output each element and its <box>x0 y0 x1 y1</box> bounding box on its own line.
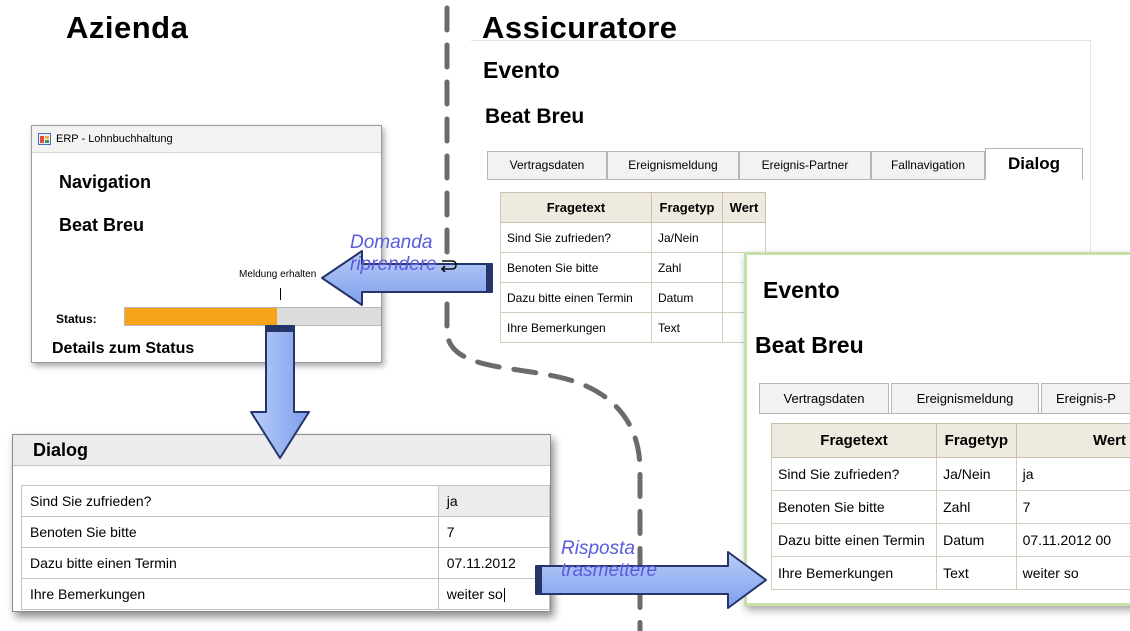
request-label-line2-wrap: riprendere <box>350 254 458 276</box>
value-cell: weiter so <box>1015 556 1130 590</box>
response-arrow <box>535 551 767 609</box>
answer-text: weiter so <box>446 585 503 602</box>
request-label-line1: Domanda <box>350 232 433 253</box>
dialog-window: Dialog Sind Sie zufrieden? ja Benoten Si… <box>12 434 551 612</box>
table-row: Sind Sie zufrieden? ja <box>21 485 550 517</box>
question-type-cell: Datum <box>651 282 723 313</box>
table-header-row: Fragetext Fragetyp Wert <box>500 192 766 223</box>
question-cell: Ihre Bemerkungen <box>21 578 439 610</box>
tab-dialog[interactable]: Dialog <box>985 148 1083 180</box>
status-marker-tick <box>280 288 281 300</box>
answer-table: Fragetext Fragetyp Wert Sind Sie zufried… <box>770 423 1130 590</box>
value-cell: 07.11.2012 00 <box>1015 523 1130 557</box>
column-header-fragetext: Fragetext <box>500 192 652 223</box>
question-type-cell: Text <box>936 556 1017 590</box>
erp-window-title: ERP - Lohnbuchhaltung <box>56 133 173 145</box>
panel-title: Evento <box>483 57 560 83</box>
response-arrow-base <box>536 566 542 594</box>
status-label: Status: <box>56 312 97 326</box>
response-label-line1: Risposta <box>561 538 635 559</box>
table-row: Ihre Bemerkungen Text <box>500 312 766 343</box>
table-row: Sind Sie zufrieden? Ja/Nein <box>500 222 766 253</box>
question-text-cell: Sind Sie zufrieden? <box>500 222 652 253</box>
value-cell <box>722 222 766 253</box>
table-row: Dazu bitte einen Termin Datum 07.11.2012… <box>770 523 1130 557</box>
column-header-fragetyp: Fragetyp <box>936 423 1017 458</box>
text-cursor <box>503 588 505 603</box>
insurer-response-panel: Evento Beat Breu Vertragsdaten Ereignism… <box>744 252 1130 606</box>
table-row: Benoten Sie bitte Zahl 7 <box>770 490 1130 524</box>
status-marker-label: Meldung erhalten <box>239 269 317 280</box>
answer-field[interactable]: weiter so <box>437 578 550 610</box>
status-details-heading: Details zum Status <box>52 340 195 357</box>
tab-ereignis-partner[interactable]: Ereignis-P <box>1041 383 1130 414</box>
panel-person-name: Beat Breu <box>485 105 585 128</box>
question-text-cell: Sind Sie zufrieden? <box>770 457 938 491</box>
request-arrow-base <box>486 264 492 292</box>
tab-fallnavigation[interactable]: Fallnavigation <box>871 151 985 180</box>
response-label-line2: trasmettere <box>561 560 658 581</box>
question-type-cell: Zahl <box>936 490 1017 524</box>
tab-bar: Vertragsdaten Ereignismeldung Ereignis-P… <box>487 148 1083 180</box>
tab-ereignismeldung[interactable]: Ereignismeldung <box>607 151 739 180</box>
erp-window: ERP - Lohnbuchhaltung Navigation Beat Br… <box>31 125 382 363</box>
app-icon <box>38 133 51 145</box>
question-cell: Benoten Sie bitte <box>21 516 439 548</box>
tab-ereignis-partner[interactable]: Ereignis-Partner <box>739 151 871 180</box>
insurer-request-panel: Evento Beat Breu Vertragsdaten Ereignism… <box>471 40 1091 347</box>
tab-ereignismeldung[interactable]: Ereignismeldung <box>891 383 1039 414</box>
table-row: Ihre Bemerkungen Text weiter so <box>770 556 1130 590</box>
erp-titlebar: ERP - Lohnbuchhaltung <box>32 126 381 153</box>
question-type-cell: Text <box>651 312 723 343</box>
status-progress-bar <box>124 307 381 326</box>
panel-person-name: Beat Breu <box>755 332 864 358</box>
response-arrow-label: Risposta trasmettere <box>561 538 657 582</box>
request-arrow-label: Domanda riprendere <box>350 232 458 276</box>
status-progress-fill <box>125 308 277 325</box>
question-table: Fragetext Fragetyp Wert Sind Sie zufried… <box>500 192 766 343</box>
panel-title: Evento <box>763 277 840 303</box>
left-heading: Azienda <box>66 10 189 45</box>
column-header-wert: Wert <box>1015 423 1130 458</box>
right-heading: Assicuratore <box>482 10 678 45</box>
return-icon <box>440 260 457 273</box>
escalation-arrow-base <box>266 326 294 332</box>
question-cell: Sind Sie zufrieden? <box>21 485 439 517</box>
question-text-cell: Ihre Bemerkungen <box>500 312 652 343</box>
escalation-arrow <box>250 325 310 459</box>
value-cell: 7 <box>1015 490 1130 524</box>
column-header-wert: Wert <box>722 192 766 223</box>
tab-bar: Vertragsdaten Ereignismeldung Ereignis-P <box>759 383 1130 414</box>
request-label-line2: riprendere <box>350 254 437 275</box>
column-header-fragetyp: Fragetyp <box>651 192 723 223</box>
navigation-title: Navigation <box>59 172 152 192</box>
person-name: Beat Breu <box>59 215 145 235</box>
tab-vertragsdaten[interactable]: Vertragsdaten <box>759 383 889 414</box>
question-type-cell: Zahl <box>651 252 723 283</box>
tab-vertragsdaten[interactable]: Vertragsdaten <box>487 151 607 180</box>
question-text-cell: Ihre Bemerkungen <box>770 556 938 590</box>
dialog-table: Sind Sie zufrieden? ja Benoten Sie bitte… <box>21 485 550 610</box>
request-arrow <box>321 250 493 306</box>
question-type-cell: Ja/Nein <box>651 222 723 253</box>
value-cell: ja <box>1015 457 1130 491</box>
table-row: Ihre Bemerkungen weiter so <box>21 578 550 610</box>
answer-field[interactable]: 07.11.2012 <box>437 547 550 579</box>
